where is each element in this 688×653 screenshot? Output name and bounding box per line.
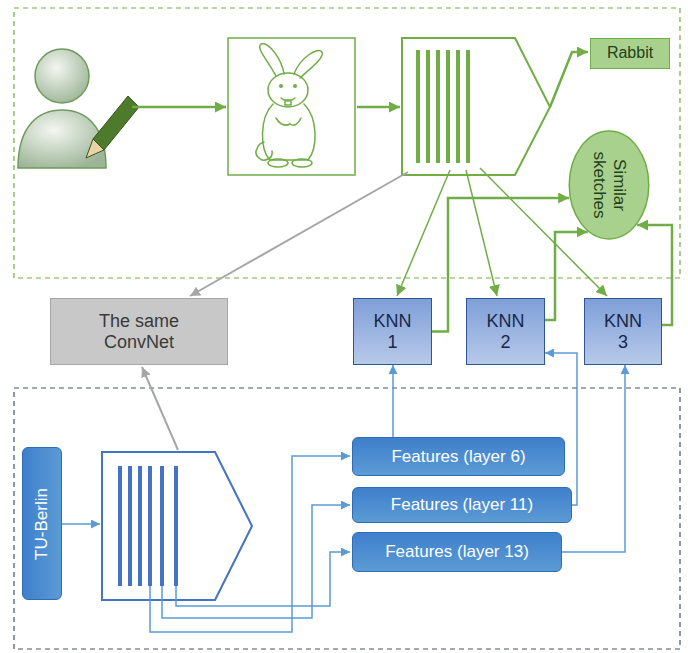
connector-arrow — [545, 232, 588, 320]
dataset-region — [14, 388, 680, 649]
shared-net-box: The same ConvNet — [50, 298, 228, 365]
node-label: Features (layer 11) — [391, 495, 533, 515]
output-label-box: Rabbit — [590, 38, 670, 69]
query-region — [14, 8, 680, 278]
flow-arrow — [132, 52, 588, 107]
node-label: TU-Berlin — [32, 488, 52, 560]
node-label: Features (layer 6) — [391, 447, 525, 467]
node-label: Rabbit — [607, 44, 653, 62]
node-label: The same ConvNet — [79, 311, 199, 352]
feature-wire — [62, 456, 350, 632]
node-label: KNN 1 — [373, 311, 411, 352]
user-icon — [18, 49, 139, 168]
node-label: Features (layer 13) — [385, 542, 529, 562]
node-label: Similar sketches — [589, 151, 628, 218]
connector-arrow — [392, 365, 394, 437]
node-label: KNN 2 — [486, 311, 524, 352]
ellipse-shape — [569, 131, 649, 239]
feature-box: Features (layer 13) — [352, 532, 562, 572]
node-label: KNN 3 — [604, 311, 642, 352]
connector-arrow — [545, 353, 577, 505]
convnet-shape — [102, 452, 252, 600]
result-ellipse: Similar sketches — [568, 130, 650, 240]
knn-box: KNN 2 — [466, 298, 545, 365]
feature-box: Features (layer 6) — [352, 437, 565, 476]
connector-arrow — [562, 365, 625, 552]
dataset-box: TU-Berlin — [22, 447, 62, 600]
convnet-shape — [402, 38, 550, 175]
rabbit-sketch — [228, 38, 355, 175]
knn-box: KNN 3 — [584, 298, 662, 365]
feature-box: Features (layer 11) — [352, 487, 572, 523]
knn-box: KNN 1 — [353, 298, 432, 365]
